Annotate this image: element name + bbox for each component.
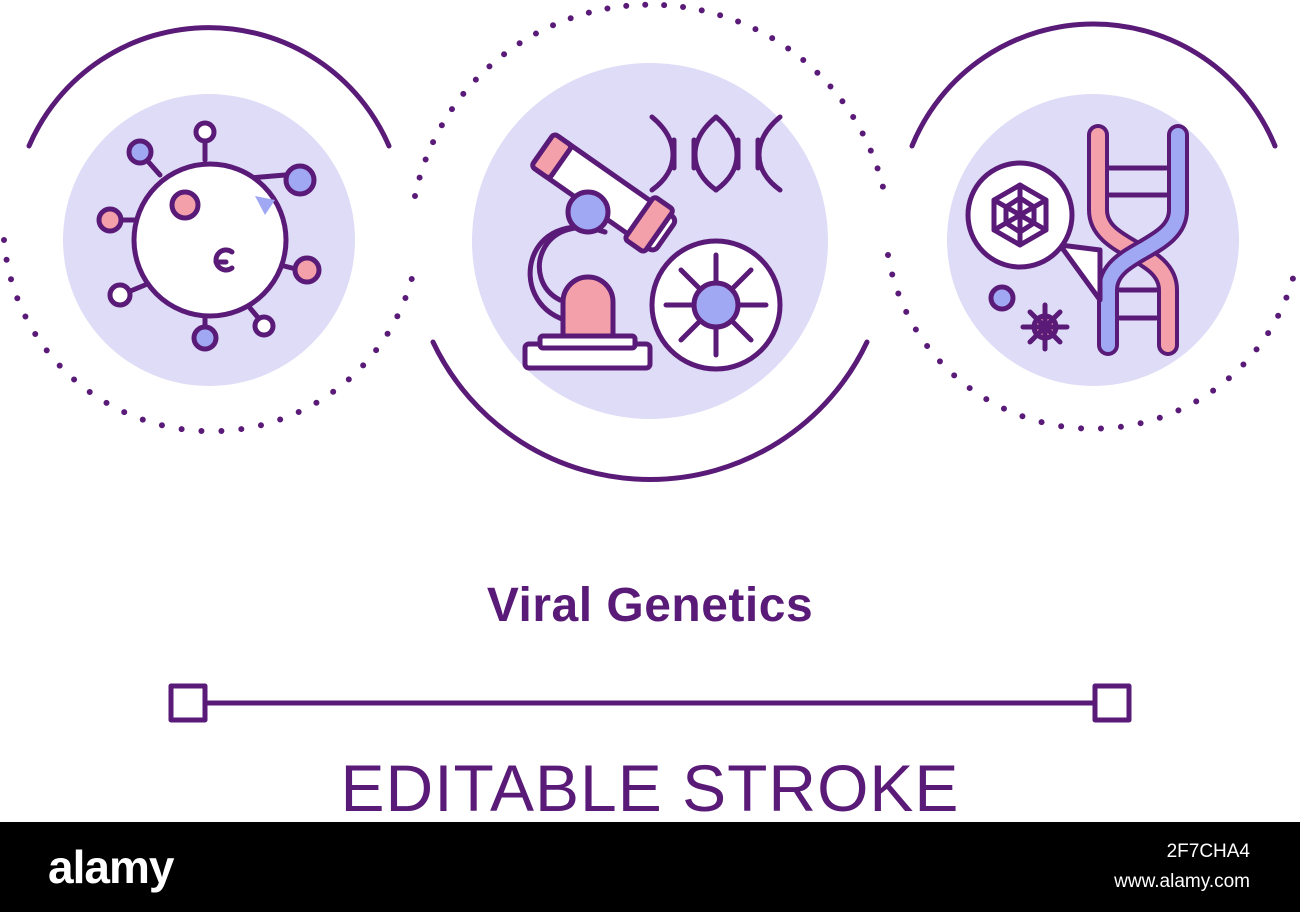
right-solid-arc: [909, 21, 1278, 149]
brand-logo: alamy: [48, 841, 174, 893]
footer-bar: alamy 2F7CHA4 www.alamy.com: [0, 822, 1300, 912]
concept-illustration: [1, 1, 1300, 723]
site-url: www.alamy.com: [1114, 871, 1250, 892]
dna-icon: [1087, 124, 1189, 356]
page-title: Viral Genetics: [486, 579, 814, 632]
subtitle-editable-stroke: EDITABLE STROKE: [340, 751, 960, 825]
ruler-line-icon: [168, 683, 1132, 723]
image-id: 2F7CHA4: [1166, 841, 1250, 862]
left-concept-circle: [1, 25, 417, 435]
left-dotted-arc: [1, 237, 417, 435]
dna-icon: [649, 114, 783, 193]
bubble-icon: [988, 284, 1016, 312]
virus-small-icon: [649, 238, 783, 372]
right-concept-circle: [885, 21, 1300, 432]
center-solid-arc: [430, 339, 870, 482]
virus-small-icon: [1020, 302, 1070, 352]
left-solid-arc: [26, 25, 392, 149]
virus-icon: [96, 120, 322, 352]
microscope-icon: [522, 132, 678, 371]
molecule-icon: [965, 160, 1103, 303]
center-concept-circle: [412, 1, 888, 482]
